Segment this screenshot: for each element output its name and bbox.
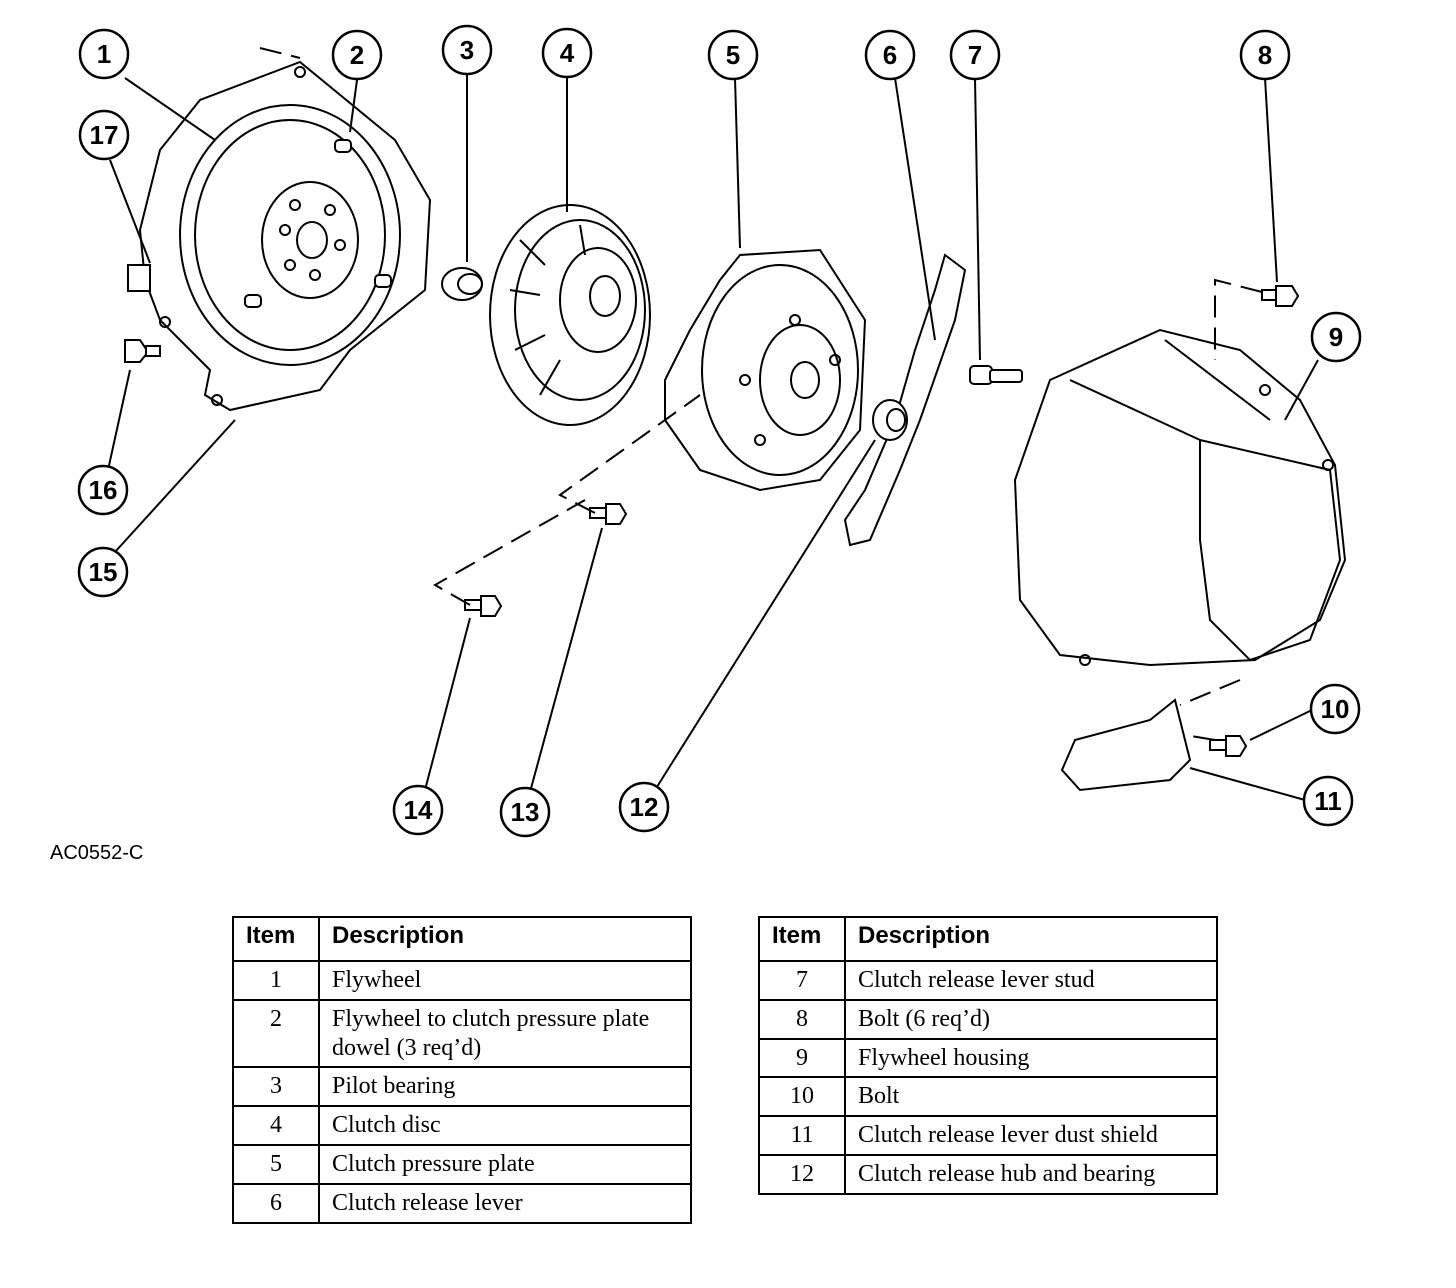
item-number: 4 <box>232 1105 320 1146</box>
svg-text:8: 8 <box>1258 40 1272 70</box>
item-number: 7 <box>758 960 846 1001</box>
callout-3: 3 <box>441 24 493 76</box>
legend-header-row: Item Description <box>232 916 692 962</box>
release-lever-stud <box>969 365 1023 385</box>
item-description: Flywheel housing <box>844 1037 1218 1079</box>
svg-text:16: 16 <box>89 475 118 505</box>
svg-text:13: 13 <box>511 797 540 827</box>
item-number: 2 <box>232 998 320 1069</box>
callout-14: 14 <box>392 784 444 836</box>
item-description: Bolt (6 req’d) <box>844 998 1218 1040</box>
svg-text:9: 9 <box>1329 322 1343 352</box>
item-number: 3 <box>232 1066 320 1108</box>
item-description: Flywheel to clutch pressure plate dowel … <box>318 998 692 1069</box>
callout-16: 16 <box>77 464 129 516</box>
svg-text:12: 12 <box>630 792 659 822</box>
svg-text:1: 1 <box>97 39 111 69</box>
exploded-clutch-diagram: 1 2 3 4 5 6 7 8 9 10 11 12 13 14 15 16 1… <box>77 24 1362 838</box>
release-hub-bearing <box>872 399 908 441</box>
bolt-8 <box>1261 285 1300 307</box>
item-description: Clutch release lever dust shield <box>844 1115 1218 1156</box>
callout-5: 5 <box>707 29 759 81</box>
pilot-bearing <box>441 267 483 301</box>
assembly-lines <box>259 47 1263 741</box>
svg-text:3: 3 <box>460 35 474 65</box>
legend-header-row: Item Description <box>758 916 1218 962</box>
item-number: 5 <box>232 1143 320 1185</box>
item-column-header: Item <box>232 916 320 962</box>
item-description: Clutch pressure plate <box>318 1143 692 1185</box>
svg-text:5: 5 <box>726 40 740 70</box>
flywheel-housing <box>1013 328 1347 667</box>
description-column-header: Description <box>844 916 1218 962</box>
dowel-pins <box>244 139 392 308</box>
item-description: Clutch disc <box>318 1105 692 1146</box>
svg-text:6: 6 <box>883 40 897 70</box>
svg-text:11: 11 <box>1314 786 1342 816</box>
item-number: 6 <box>232 1182 320 1224</box>
item-number: 9 <box>758 1037 846 1079</box>
callout-10: 10 <box>1309 683 1361 735</box>
svg-text:15: 15 <box>89 557 118 587</box>
clutch-pressure-plate <box>664 248 867 492</box>
item-description: Pilot bearing <box>318 1066 692 1108</box>
callout-13: 13 <box>499 786 551 838</box>
callout-7: 7 <box>949 29 1001 81</box>
item-number: 8 <box>758 998 846 1040</box>
bolt-16 <box>124 339 161 363</box>
callout-6: 6 <box>864 29 916 81</box>
clutch-release-lever <box>843 253 967 547</box>
svg-text:4: 4 <box>560 38 575 68</box>
svg-text:17: 17 <box>90 120 119 150</box>
callout-15: 15 <box>77 546 129 598</box>
svg-text:10: 10 <box>1321 694 1350 724</box>
item-description: Clutch release lever <box>318 1182 692 1224</box>
figure-code: AC0552-C <box>50 842 144 864</box>
item-number: 12 <box>758 1153 846 1195</box>
item-number: 10 <box>758 1076 846 1118</box>
svg-text:7: 7 <box>968 40 982 70</box>
item-description: Clutch release hub and bearing <box>844 1153 1218 1195</box>
item-number: 11 <box>758 1115 846 1156</box>
bolt-14 <box>464 595 503 617</box>
flywheel <box>179 104 401 366</box>
callout-8: 8 <box>1239 29 1291 81</box>
callout-1: 1 <box>78 28 130 80</box>
bolt-13 <box>589 503 628 525</box>
callout-4: 4 <box>541 27 593 79</box>
item-description: Clutch release lever stud <box>844 960 1218 1001</box>
leader-lines <box>107 72 1319 801</box>
callout-11: 11 <box>1302 775 1354 827</box>
svg-text:14: 14 <box>404 795 433 825</box>
callout-17: 17 <box>78 109 130 161</box>
item-number: 1 <box>232 960 320 1001</box>
callout-2: 2 <box>331 29 383 81</box>
dowel-17 <box>127 264 151 292</box>
item-description: Bolt <box>844 1076 1218 1118</box>
item-column-header: Item <box>758 916 846 962</box>
bolt-10 <box>1209 735 1248 757</box>
callout-12: 12 <box>618 781 670 833</box>
callout-9: 9 <box>1310 311 1362 363</box>
clutch-disc <box>489 204 651 426</box>
description-column-header: Description <box>318 916 692 962</box>
svg-text:2: 2 <box>350 40 364 70</box>
dust-shield <box>1060 698 1192 792</box>
item-description: Flywheel <box>318 960 692 1001</box>
